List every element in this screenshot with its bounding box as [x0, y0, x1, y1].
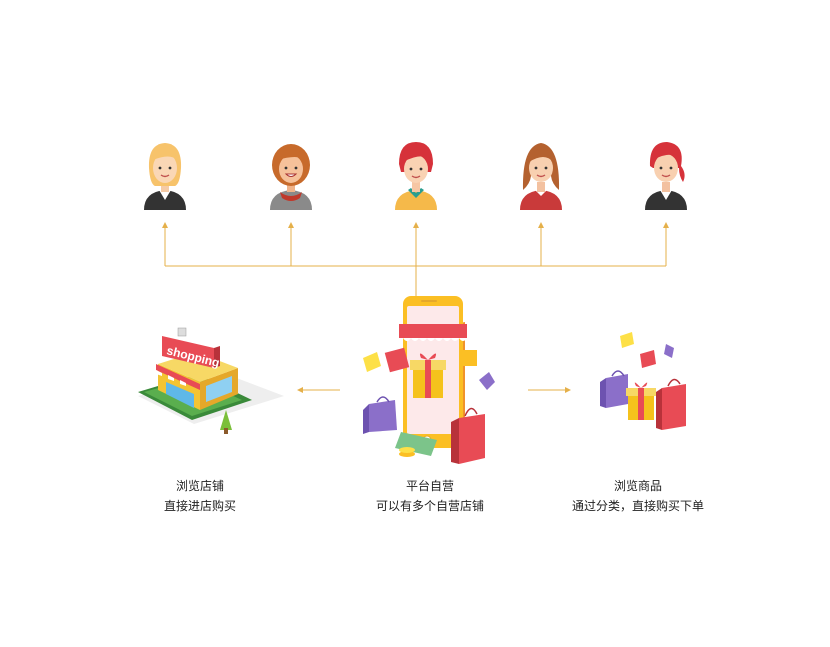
- shop-building-illustration: shopping: [138, 327, 284, 434]
- caption-platform-self-run: 平台自营 可以有多个自营店铺: [350, 476, 510, 516]
- shopping-goods-illustration: [600, 332, 686, 430]
- caption-title: 浏览商品: [613, 479, 662, 493]
- caption-desc: 直接进店购买: [163, 499, 236, 513]
- phone-shop-illustration: [363, 296, 495, 464]
- user-avatar-1: [144, 143, 186, 210]
- caption-desc: 通过分类，直接购买下单: [571, 499, 704, 513]
- caption-title: 平台自营: [405, 479, 454, 493]
- caption-title: 浏览店铺: [175, 479, 224, 493]
- user-avatar-5: [645, 142, 687, 210]
- caption-browse-shops: 浏览店铺 直接进店购买: [130, 476, 270, 516]
- caption-browse-products: 浏览商品 通过分类，直接购买下单: [558, 476, 718, 516]
- user-avatar-2: [270, 144, 312, 210]
- user-avatar-4: [520, 143, 562, 210]
- caption-desc: 可以有多个自营店铺: [375, 499, 484, 513]
- user-avatar-3: [395, 142, 437, 210]
